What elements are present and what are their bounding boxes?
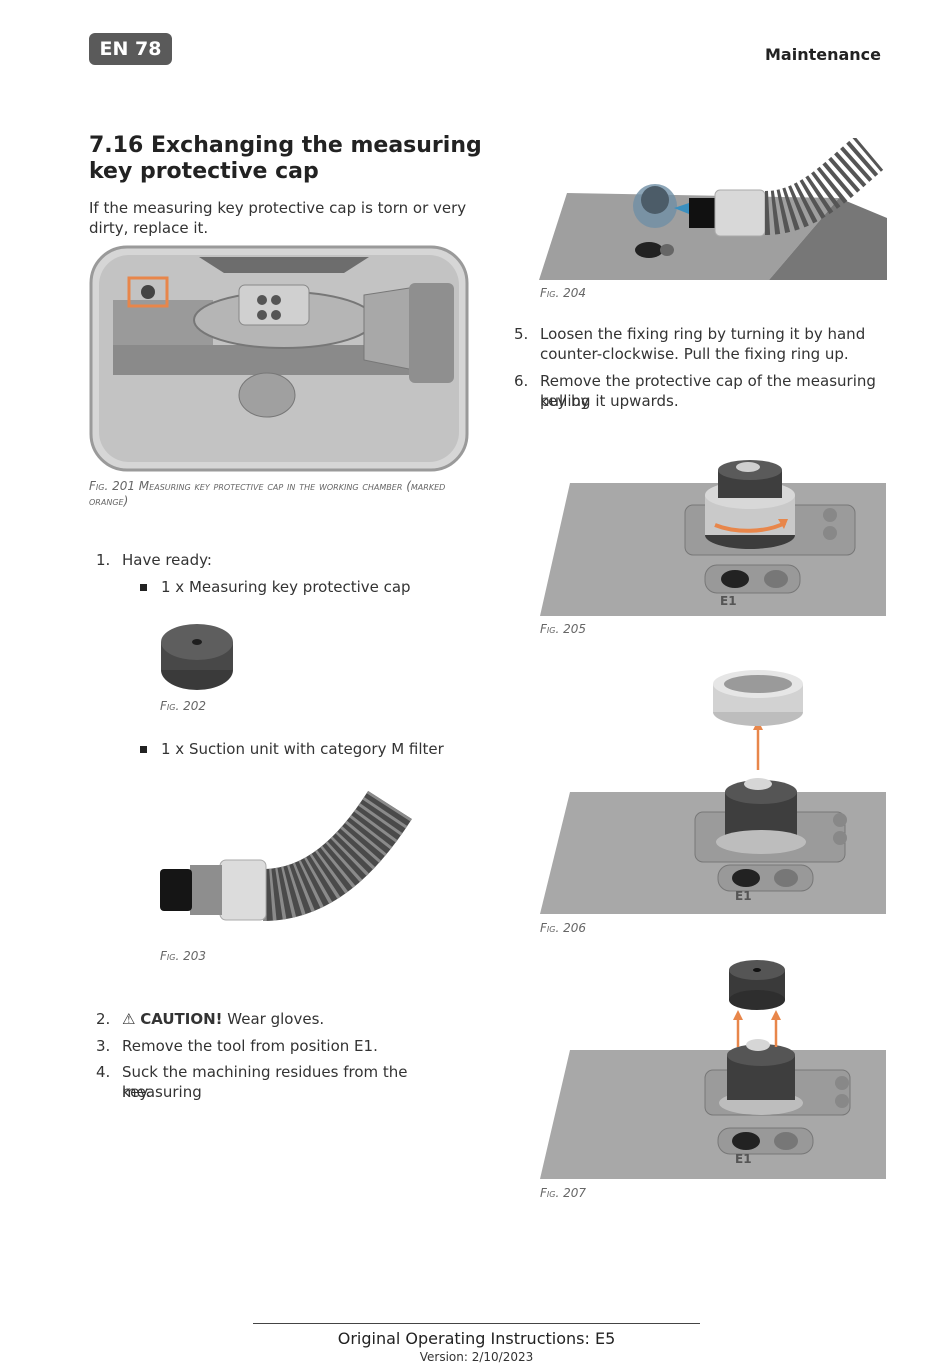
caution-label: CAUTION!: [140, 1010, 223, 1028]
e1-position-label: E1: [735, 1152, 752, 1166]
figure-204-caption: Fig. 204: [540, 286, 586, 300]
bullet-protective-cap: 1 x Measuring key protective cap: [140, 578, 470, 598]
step-3: 3. Remove the tool from position E1.: [96, 1036, 476, 1056]
step-1-text: Have ready:: [122, 551, 212, 569]
step-5: 5. Loosen the fixing ring by turning it …: [514, 324, 894, 364]
step-6-number: 6.: [514, 372, 529, 390]
step-6-line-2: pulling it upwards.: [540, 392, 679, 410]
figure-202-protective-cap: [161, 624, 233, 690]
bullet-square-icon: [140, 584, 147, 591]
step-5-line-1: Loosen the fixing ring by turning it by …: [540, 325, 866, 343]
warning-triangle-icon: ⚠: [122, 1010, 141, 1028]
e1-position-label: E1: [720, 594, 737, 608]
figure-201-working-chamber: [89, 245, 469, 472]
step-1: 1. Have ready:: [96, 550, 476, 570]
footer-document-title: Original Operating Instructions: E5: [337, 1329, 616, 1348]
e1-position-label: E1: [735, 889, 752, 903]
step-4-line-1: Suck the machining residues from the mea…: [122, 1063, 408, 1101]
bullet-2-text: 1 x Suction unit with category M filter: [161, 740, 444, 758]
bullet-square-icon: [140, 746, 147, 753]
step-3-text: Remove the tool from position E1.: [122, 1037, 378, 1055]
figure-203-caption: Fig. 203: [160, 949, 206, 963]
figure-205-caption: Fig. 205: [540, 622, 586, 636]
footer-version: Version: 2/10/2023: [419, 1350, 534, 1364]
step-4-line-2: key.: [122, 1083, 151, 1101]
step-6: 6. Remove the protective cap of the meas…: [514, 371, 894, 411]
figure-202-caption: Fig. 202: [160, 699, 206, 713]
step-6-line-1: Remove the protective cap of the measuri…: [540, 372, 876, 410]
figure-207-caption: Fig. 207: [540, 1186, 586, 1200]
intro-text: If the measuring key protective cap is t…: [89, 199, 467, 237]
bullet-suction-unit: 1 x Suction unit with category M filter: [140, 740, 470, 760]
page-title: 7.16 Exchanging the measuring key protec…: [89, 133, 482, 184]
bullet-1-text: 1 x Measuring key protective cap: [161, 578, 411, 596]
figure-203-suction-hose: [160, 790, 412, 921]
step-2: 2. ⚠ CAUTION! Wear gloves.: [96, 1009, 476, 1029]
step-5-number: 5.: [514, 325, 529, 343]
figure-207-remove-protective-cap: E1: [540, 960, 886, 1179]
figure-206-remove-fixing-ring: E1: [540, 670, 886, 914]
footer-divider: [253, 1323, 700, 1324]
step-4: 4. Suck the machining residues from the …: [96, 1062, 476, 1102]
section-title: Maintenance: [764, 45, 881, 64]
step-2-body: ⚠ CAUTION! Wear gloves.: [122, 1009, 324, 1029]
step-3-number: 3.: [96, 1037, 111, 1055]
step-4-number: 4.: [96, 1063, 111, 1081]
figure-201-caption: Fig. 201 Measuring key protective cap in…: [89, 479, 446, 508]
step-2-text: Wear gloves.: [222, 1010, 325, 1028]
figure-205-loosen-fixing-ring: E1: [540, 460, 886, 616]
step-5-line-2: counter-clockwise. Pull the fixing ring …: [540, 345, 849, 363]
figure-206-caption: Fig. 206: [540, 921, 586, 935]
page-number-badge: EN 78: [89, 33, 172, 65]
step-1-number: 1.: [96, 551, 111, 569]
step-2-number: 2.: [96, 1010, 111, 1028]
figure-204-suction-at-key: [539, 138, 887, 280]
